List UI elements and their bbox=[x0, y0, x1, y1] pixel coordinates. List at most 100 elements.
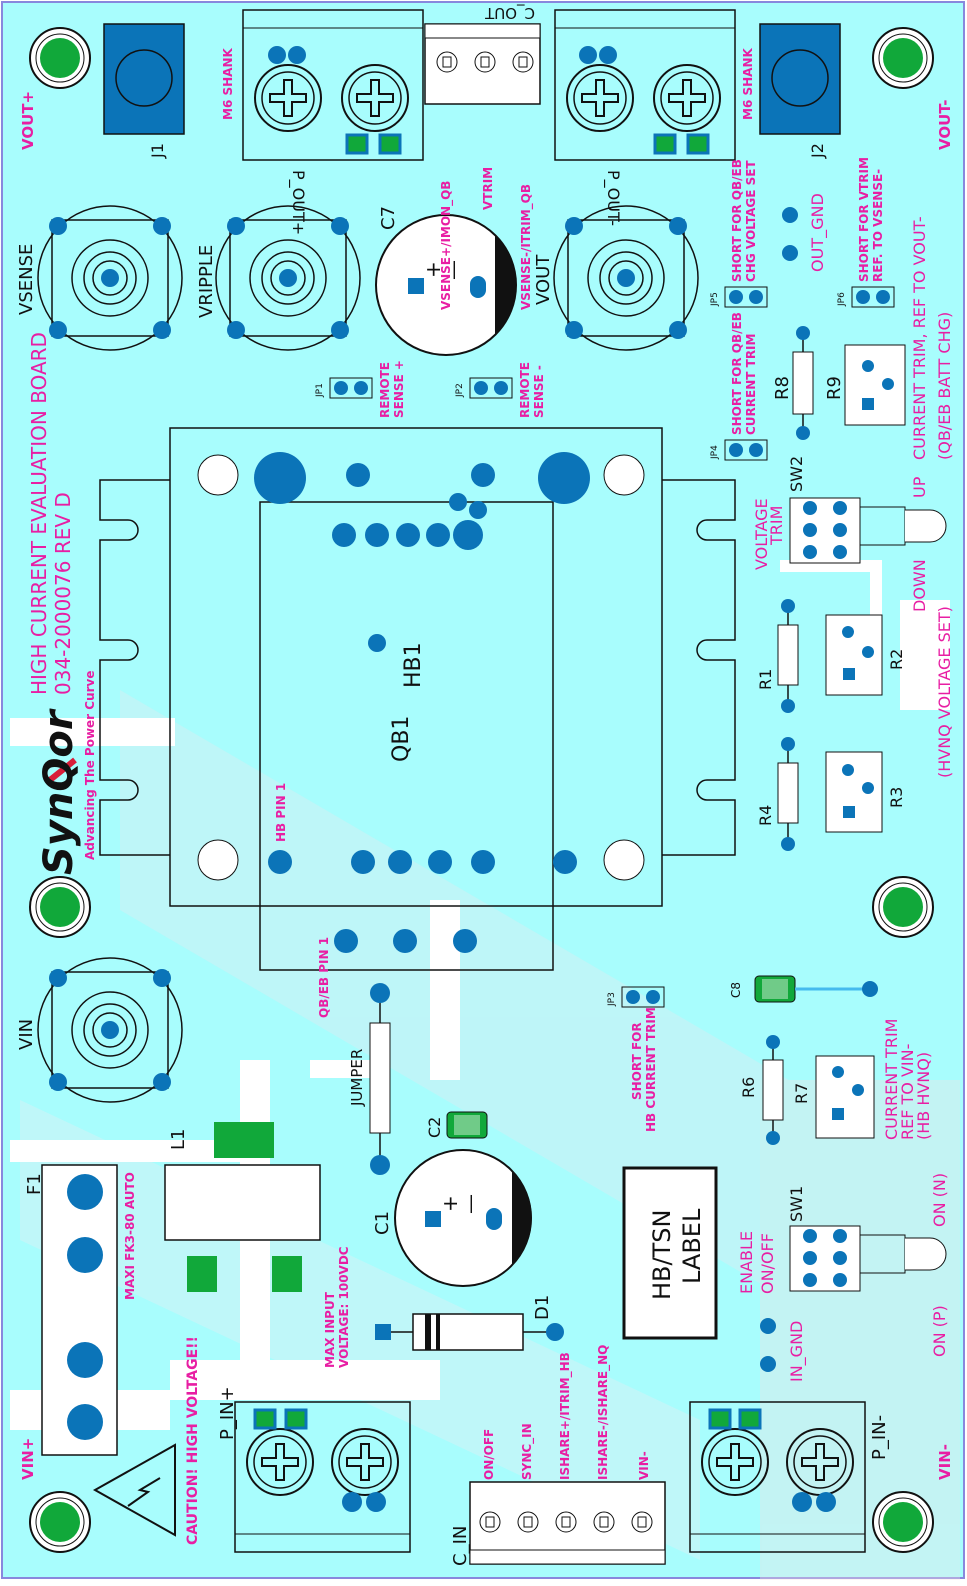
vtrim-label: VTRIM bbox=[481, 167, 495, 210]
r8-label: R8 bbox=[772, 376, 793, 400]
r4-resistor bbox=[777, 737, 799, 851]
r6-label: R6 bbox=[739, 1077, 758, 1098]
p-out-plus-terminal[interactable] bbox=[242, 9, 424, 161]
d1-diode bbox=[375, 1313, 564, 1351]
cin-ishare-minus-pin: ISHARE-/ISHARE_NQ bbox=[596, 1345, 611, 1480]
j2-connector[interactable] bbox=[759, 23, 841, 135]
max-input-2: VOLTAGE: 100VDC bbox=[337, 1246, 351, 1368]
cin-on-off-pin: ON/OFF bbox=[482, 1429, 496, 1480]
jp5-note-1: SHORT FOR QB/EB bbox=[730, 159, 744, 282]
m6-shank-label-1: M6 SHANK bbox=[221, 48, 235, 120]
r3-trimpot[interactable] bbox=[825, 751, 883, 833]
sw2-label: SW2 bbox=[787, 456, 806, 492]
jp3-label: JP3 bbox=[607, 992, 617, 1007]
jp4-label: JP4 bbox=[710, 445, 720, 460]
c8-label: C8 bbox=[729, 982, 743, 998]
jp3-note-2: HB CURRENT TRIM bbox=[644, 1007, 658, 1132]
c-in-label: C_IN bbox=[450, 1526, 471, 1566]
sw2-down-label: DOWN bbox=[910, 559, 929, 612]
c8-capacitor bbox=[754, 975, 878, 1003]
mid-right-post-icon bbox=[872, 876, 934, 938]
jumper-label: JUMPER bbox=[348, 1049, 366, 1107]
jp2-jumper[interactable] bbox=[469, 377, 513, 399]
max-input-1: MAX INPUT bbox=[323, 1291, 337, 1368]
jp5-jumper[interactable] bbox=[724, 286, 768, 308]
synqor-logo-text: SynQor bbox=[36, 708, 82, 875]
jp6-jumper[interactable] bbox=[851, 286, 895, 308]
sw1-toggle[interactable] bbox=[789, 1225, 947, 1292]
p-in-minus-label: P_IN- bbox=[869, 1415, 890, 1460]
vin-label: VIN bbox=[16, 1019, 37, 1050]
vin-plus-post-icon[interactable] bbox=[29, 1491, 91, 1553]
vsense-label: VSENSE bbox=[16, 244, 37, 315]
jp3-note-1: SHORT FOR bbox=[630, 1022, 644, 1100]
l1-inductor bbox=[164, 1122, 321, 1292]
enable-on-off-label: ON/OFF bbox=[758, 1233, 777, 1294]
c7-label: C7 bbox=[378, 206, 399, 230]
c7-minus-sign: — bbox=[441, 260, 465, 280]
vsense-imon-label: VSENSE+/IMON_QB bbox=[439, 181, 454, 310]
synqor-logo-icon bbox=[48, 757, 77, 783]
voltage-label: VOLTAGE bbox=[752, 498, 771, 570]
trim-label: TRIM bbox=[767, 506, 786, 546]
c-in-connector[interactable] bbox=[469, 1481, 666, 1565]
cin-vin-minus-pin: VIN- bbox=[637, 1451, 651, 1480]
r2-trimpot[interactable] bbox=[825, 614, 883, 696]
hb-pin1-label: HB PIN 1 bbox=[274, 783, 288, 842]
r2-label: R2 bbox=[887, 649, 906, 670]
hb-tsn-label-box bbox=[622, 1166, 718, 1340]
jp4-note-2: CURRENT TRIM bbox=[744, 334, 758, 435]
r7-trimpot[interactable] bbox=[815, 1055, 875, 1139]
jp6-note-1: SHORT FOR VTRIM bbox=[857, 157, 871, 282]
power-module bbox=[99, 427, 736, 971]
r4-label: R4 bbox=[756, 805, 775, 826]
on-p-label: ON (P) bbox=[930, 1305, 949, 1357]
high-voltage-warning-icon bbox=[92, 1443, 176, 1537]
on-n-label: ON (N) bbox=[930, 1173, 949, 1227]
m6-shank-label-2: M6 SHANK bbox=[741, 48, 755, 120]
f1-label: F1 bbox=[24, 1173, 45, 1195]
vout-minus-post-icon[interactable] bbox=[872, 27, 934, 89]
c-out-label: C_OUT bbox=[484, 3, 535, 22]
qbeb-batt-chg-label: (QB/EB BATT CHG) bbox=[935, 312, 954, 460]
c1-capacitor bbox=[394, 1149, 532, 1287]
jp6-note-2: REF. TO VSENSE- bbox=[871, 169, 885, 282]
r9-label: R9 bbox=[824, 376, 845, 400]
jp5-label: JP5 bbox=[710, 292, 720, 307]
vin-minus-post-icon[interactable] bbox=[872, 1491, 934, 1553]
copper-gaps bbox=[10, 560, 950, 1430]
sw2-toggle[interactable] bbox=[789, 497, 947, 564]
r7-label: R7 bbox=[792, 1083, 811, 1104]
cin-sync-in-pin: SYNC_IN bbox=[520, 1423, 535, 1480]
p-in-plus-terminal[interactable] bbox=[234, 1401, 411, 1553]
cur-trim-vin-3: (HB HVNQ) bbox=[914, 1052, 933, 1140]
f1-fuse[interactable] bbox=[41, 1164, 118, 1456]
board-tagline: Advancing The Power Curve bbox=[83, 670, 97, 860]
r9-trimpot[interactable] bbox=[844, 344, 906, 426]
remote-sense-plus: SENSE + bbox=[392, 360, 406, 418]
p-out-plus-label: P_OUT+ bbox=[288, 170, 308, 235]
r1-resistor bbox=[777, 599, 799, 713]
caution-label: CAUTION! HIGH VOLTAGE!! bbox=[185, 1336, 201, 1545]
cin-ishare-plus-pin: ISHARE+/ITRIM_HB bbox=[558, 1352, 573, 1480]
r6-resistor bbox=[762, 1035, 784, 1145]
c-out-connector[interactable] bbox=[424, 23, 541, 105]
p-in-minus-terminal[interactable] bbox=[689, 1401, 866, 1553]
j1-connector[interactable] bbox=[103, 23, 185, 135]
sw1-label: SW1 bbox=[787, 1186, 806, 1222]
qbeb-pin1-label: QB/EB PIN 1 bbox=[317, 937, 331, 1018]
hb-tsn-label: HB/TSN bbox=[648, 1210, 676, 1300]
c7-plus-sign: + bbox=[421, 261, 445, 278]
vout-plus-post-icon[interactable] bbox=[29, 27, 91, 89]
jp4-jumper[interactable] bbox=[724, 439, 768, 461]
r1-label: R1 bbox=[756, 669, 775, 690]
jp1-jumper[interactable] bbox=[329, 377, 373, 399]
c2-capacitor bbox=[446, 1111, 488, 1139]
board-part-number: 034-2000076 REV D bbox=[51, 492, 75, 695]
vout-plus-label: VOUT+ bbox=[19, 91, 37, 150]
jp3-jumper[interactable] bbox=[621, 986, 665, 1008]
c1-minus-sign: — bbox=[458, 1194, 482, 1214]
p-out-minus-terminal[interactable] bbox=[554, 9, 736, 161]
remote-sense-2: REMOTE bbox=[518, 362, 532, 418]
